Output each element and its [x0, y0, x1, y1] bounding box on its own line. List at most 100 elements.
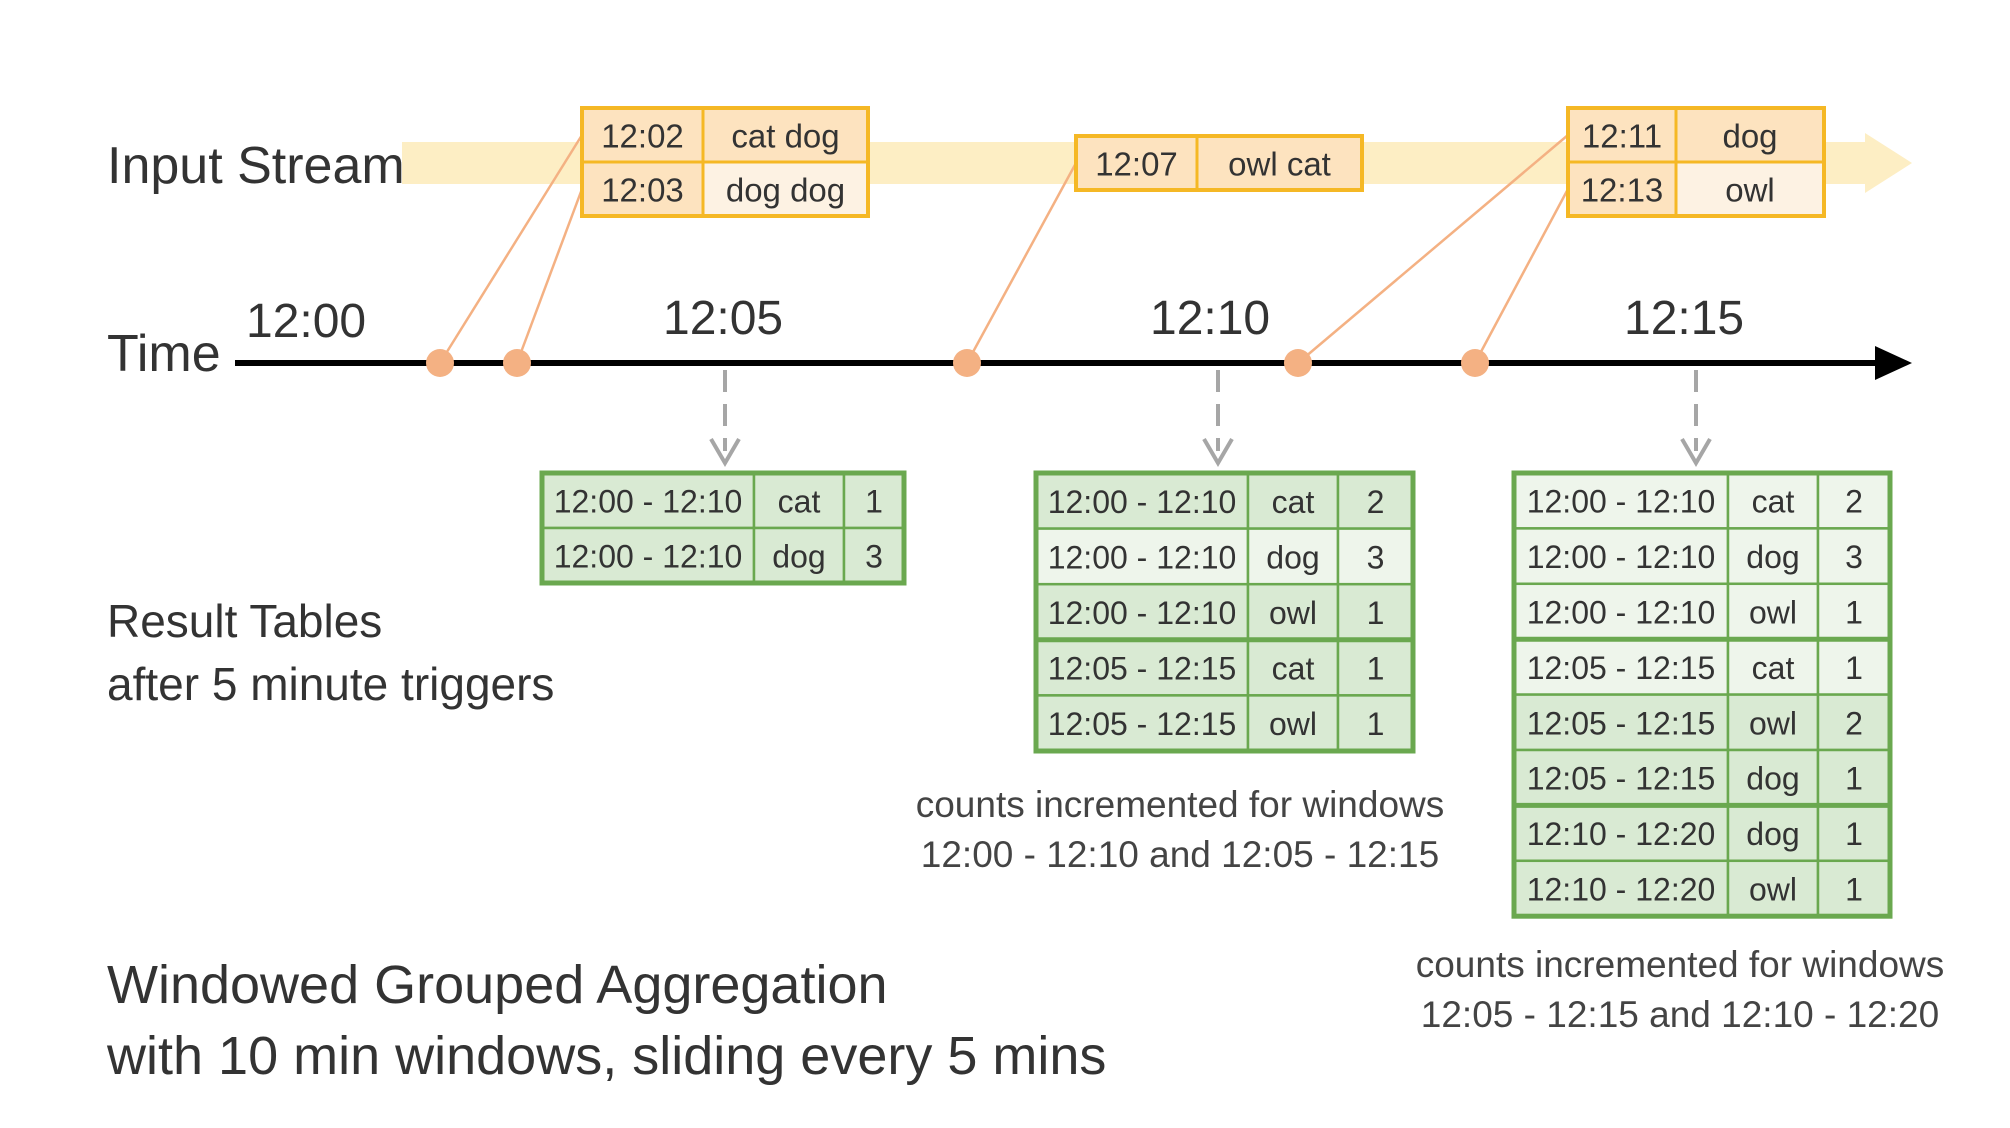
time-label: Time — [107, 325, 221, 383]
result-word-cell — [1726, 859, 1820, 918]
result-table-row: 12:00 - 12:10 dog 3 — [540, 526, 906, 585]
result-tables-heading: Result Tables after 5 minute triggers — [107, 590, 554, 717]
input-words-cell — [1674, 160, 1826, 218]
input-words-cell — [701, 160, 870, 218]
time-axis-layer — [235, 346, 1912, 380]
input-event-table: 12:07 owl cat — [1074, 134, 1364, 192]
input-event-time: 12:07 — [1095, 146, 1178, 183]
result-window: 12:05 - 12:15 — [1048, 706, 1237, 742]
event-connector-line — [438, 134, 584, 364]
result-count: 3 — [1845, 539, 1863, 575]
result-word: dog — [1266, 539, 1319, 575]
result-word-cell — [1246, 582, 1340, 642]
input-event-time: 12:03 — [601, 172, 684, 209]
result-count-cell — [1816, 693, 1892, 752]
result-count: 1 — [1367, 595, 1385, 631]
input-event-words: dog dog — [726, 172, 845, 209]
result-word: cat — [1752, 650, 1795, 686]
event-dot — [426, 349, 454, 377]
result-tables-heading-line2: after 5 minute triggers — [107, 658, 555, 711]
result-window: 12:05 - 12:15 — [1527, 705, 1716, 741]
result-word: dog — [1746, 761, 1799, 797]
result-word-cell — [1726, 748, 1820, 807]
result-count-cell — [1816, 582, 1892, 641]
time-tick-label: 12:10 — [1150, 292, 1271, 345]
result-table-row: 12:05 - 12:15 owl 1 — [1034, 694, 1415, 753]
result-window: 12:00 - 12:10 — [1527, 484, 1716, 520]
result-word: dog — [1746, 539, 1799, 575]
result-word: cat — [1752, 484, 1795, 520]
input-event-words: owl cat — [1228, 146, 1331, 183]
result-count: 3 — [865, 539, 883, 575]
input-event-row: 12:03 dog dog — [580, 160, 870, 218]
result-window: 12:00 - 12:10 — [1527, 539, 1716, 575]
event-connector-line — [1297, 134, 1569, 364]
input-event-table-border — [1074, 134, 1364, 192]
result-window: 12:00 - 12:10 — [554, 539, 743, 575]
result-table-border — [1511, 470, 1893, 919]
trigger-arrow-layer — [709, 370, 1712, 467]
connector-layer — [438, 134, 1570, 364]
event-dot — [1461, 349, 1489, 377]
result-count: 1 — [865, 484, 883, 520]
result-window: 12:10 - 12:20 — [1527, 872, 1716, 908]
result-window: 12:00 - 12:10 — [1048, 484, 1237, 520]
time-tick-label: 12:00 — [246, 295, 367, 348]
table2-caption-line2: 12:00 - 12:10 and 12:05 - 12:15 — [920, 833, 1440, 875]
result-window: 12:10 - 12:20 — [1527, 816, 1716, 852]
result-window: 12:00 - 12:10 — [1048, 539, 1237, 575]
result-word: dog — [772, 539, 825, 575]
input-event-row: 12:07 owl cat — [1074, 134, 1364, 192]
result-table-row: 12:00 - 12:10 dog 3 — [1512, 527, 1892, 586]
table2-caption-line1: counts incremented for windows — [915, 784, 1445, 825]
result-count: 1 — [1845, 816, 1863, 852]
input-event-time: 12:11 — [1582, 118, 1662, 155]
table3-caption-line1: counts incremented for windows — [1415, 944, 1945, 985]
result-window: 12:00 - 12:10 — [554, 484, 743, 520]
result-tables-heading-line1: Result Tables — [107, 595, 383, 647]
result-word: owl — [1269, 706, 1317, 742]
result-count: 1 — [1845, 872, 1863, 908]
result-word-cell — [1246, 471, 1340, 530]
result-count-cell — [1816, 471, 1892, 530]
trigger-arrow-head — [1202, 437, 1234, 467]
result-window: 12:05 - 12:15 — [1527, 761, 1716, 797]
event-dot — [953, 349, 981, 377]
result-window: 12:05 - 12:15 — [1048, 651, 1237, 687]
table3-caption-line2: 12:05 - 12:15 and 12:10 - 12:20 — [1420, 993, 1940, 1035]
result-count: 1 — [1845, 761, 1863, 797]
result-word: owl — [1749, 595, 1797, 631]
trigger-arrow-head — [709, 437, 741, 467]
result-count: 1 — [1367, 706, 1385, 742]
input-event-words: dog — [1722, 118, 1777, 155]
input-event-row: 12:11 dog — [1566, 106, 1826, 164]
result-count: 2 — [1367, 484, 1385, 520]
result-table-border — [1033, 470, 1416, 754]
input-stream-label: Input Stream — [107, 137, 405, 195]
result-window: 12:05 - 12:15 — [1527, 650, 1716, 686]
result-count: 1 — [1845, 650, 1863, 686]
result-window-cell — [1034, 638, 1250, 697]
trigger-arrow-head — [1680, 437, 1712, 467]
result-count-cell — [1816, 859, 1892, 918]
result-table-row: 12:05 - 12:15 cat 1 — [1512, 637, 1892, 696]
input-event-table-border — [1566, 106, 1826, 218]
result-word: owl — [1269, 595, 1317, 631]
result-window: 12:00 - 12:10 — [1527, 595, 1716, 631]
time-axis-arrowhead — [1875, 346, 1912, 380]
result-count-cell — [1336, 582, 1415, 642]
